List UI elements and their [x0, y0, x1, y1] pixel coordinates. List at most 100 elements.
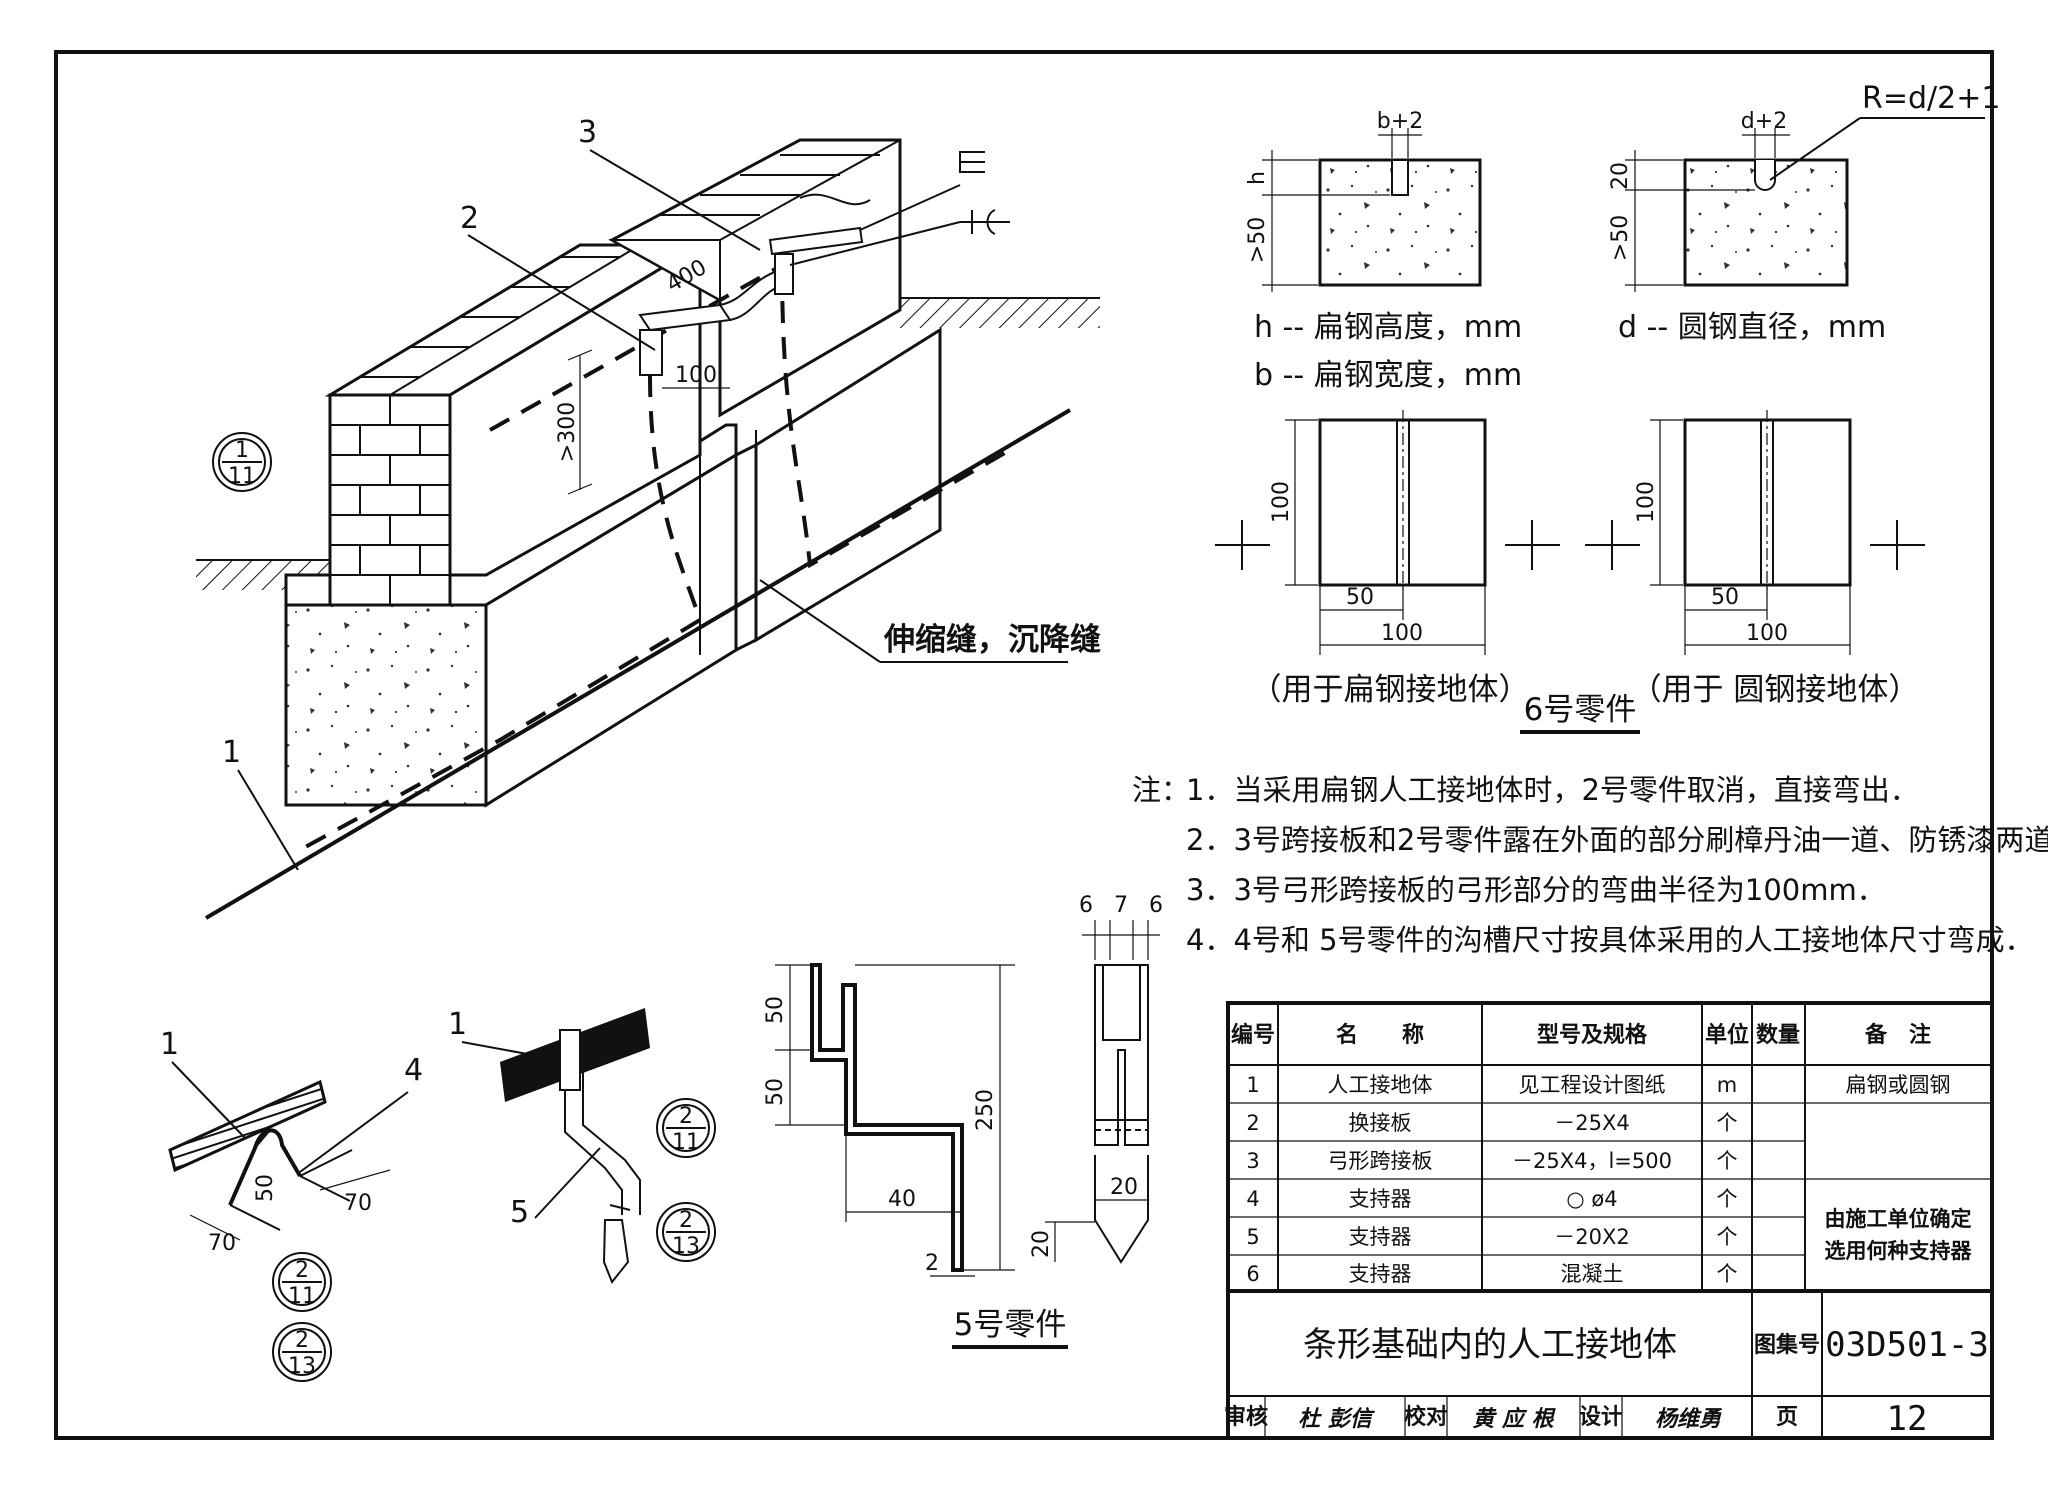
notes-block: 注： 1．当采用扁钢人工接地体时，2号零件取消，直接弯出． 2．3号跨接板和2号… [1132, 773, 2048, 957]
svg-text:70: 70 [208, 1231, 236, 1256]
table-row: 5 支持器 －20X2 个 [1246, 1225, 1737, 1249]
svg-text:100: 100 [1381, 621, 1423, 646]
note-2: 2．3号跨接板和2号零件露在外面的部分刷樟丹油一道、防锈漆两道． [1186, 823, 2048, 857]
svg-text:混凝土: 混凝土 [1561, 1262, 1624, 1286]
svg-text:2: 2 [295, 1258, 309, 1283]
svg-text:50: 50 [1711, 585, 1739, 610]
table-row: 4 支持器 ○ ø4 个 [1246, 1187, 1737, 1211]
svg-text:个: 个 [1717, 1262, 1738, 1286]
svg-text:100: 100 [1634, 481, 1659, 523]
svg-text:2: 2 [1246, 1111, 1259, 1135]
flat-steel-symbol [959, 151, 985, 173]
note-1: 1．当采用扁钢人工接地体时，2号零件取消，直接弯出． [1186, 773, 1919, 807]
callout-5: 5 [510, 1195, 529, 1230]
callout-3: 3 [578, 115, 597, 150]
legend-d: d -- 圆钢直径，mm [1618, 310, 1886, 345]
svg-text:2: 2 [679, 1104, 693, 1129]
svg-text:支持器: 支持器 [1349, 1262, 1412, 1286]
svg-text:100: 100 [1269, 481, 1294, 523]
page-number: 12 [1887, 1399, 1928, 1439]
svg-text:50: 50 [763, 996, 788, 1024]
section-mark-2-11-a: 2 11 [272, 1252, 332, 1312]
part-5-detail: 50 50 250 40 2 6 7 6 20 20 [763, 893, 1163, 1349]
svg-text:2: 2 [679, 1208, 693, 1233]
drawing-title: 条形基础内的人工接地体 [1303, 1325, 1677, 1365]
svg-text:支持器: 支持器 [1349, 1225, 1412, 1249]
atlas-label: 图集号 [1754, 1332, 1820, 1358]
part-6-details: b+2 h >50 h -- 扁钢高度，mm b -- 扁钢宽度，mm d+2 … [1215, 81, 2000, 734]
title-block: 条形基础内的人工接地体 图集号 03D501-3 审核 杜 彭信 校对 黄 应 … [1224, 1289, 1994, 1440]
svg-text:7: 7 [1114, 893, 1128, 918]
table-merged-note-2: 选用何种支持器 [1825, 1239, 1973, 1263]
part6-title: 6号零件 [1524, 692, 1637, 728]
part5-title: 5号零件 [954, 1307, 1067, 1343]
design-signature: 杨维勇 [1655, 1407, 1723, 1432]
svg-text:－20X2: －20X2 [1554, 1225, 1629, 1249]
svg-text:个: 个 [1717, 1149, 1738, 1173]
svg-text:编号: 编号 [1231, 1022, 1275, 1048]
svg-text:个: 个 [1717, 1225, 1738, 1249]
atlas-number: 03D501-3 [1825, 1325, 1989, 1365]
svg-text:6: 6 [1079, 893, 1093, 918]
callout-4: 4 [404, 1053, 423, 1088]
note-3: 3．3号弓形跨接板的弓形部分的弯曲半径为100mm． [1186, 873, 1886, 907]
svg-text:6: 6 [1246, 1262, 1259, 1286]
section-mark-2-13-a: 2 13 [272, 1322, 332, 1382]
check-signature: 黄 应 根 [1472, 1406, 1556, 1432]
legend-b: b -- 扁钢宽度，mm [1254, 358, 1522, 393]
svg-text:6: 6 [1149, 893, 1163, 918]
review-label: 审核 [1224, 1404, 1268, 1430]
svg-text:弓形跨接板: 弓形跨接板 [1328, 1149, 1433, 1173]
table-row: 6 支持器 混凝土 个 [1246, 1262, 1737, 1286]
dim-100: 100 [675, 363, 717, 388]
svg-text:50: 50 [1346, 585, 1374, 610]
support-4-view: 70 70 50 1 4 2 11 2 13 [160, 1027, 423, 1382]
check-label: 校对 [1404, 1404, 1448, 1430]
svg-text:20: 20 [1608, 162, 1633, 190]
note-4: 4．4号和 5号零件的沟槽尺寸按具体采用的人工接地体尺寸弯成． [1186, 923, 2034, 957]
svg-text:－25X4，l=500: －25X4，l=500 [1512, 1149, 1672, 1173]
svg-text:5: 5 [1246, 1225, 1259, 1249]
svg-text:见工程设计图纸: 见工程设计图纸 [1519, 1073, 1666, 1097]
svg-text:250: 250 [973, 1089, 998, 1131]
svg-text:d+2: d+2 [1741, 109, 1787, 134]
svg-text:○ ø4: ○ ø4 [1566, 1187, 1617, 1211]
page-label: 页 [1776, 1405, 1798, 1430]
svg-text:2: 2 [925, 1251, 939, 1276]
svg-text:备 注: 备 注 [1864, 1022, 1931, 1048]
svg-text:4: 4 [1246, 1187, 1259, 1211]
joint-label: 伸缩缝，沉降缝 [883, 622, 1101, 658]
callout-1-support4: 1 [160, 1027, 179, 1062]
table-row: 3 弓形跨接板 －25X4，l=500 个 [1246, 1149, 1737, 1173]
callout-1: 1 [222, 735, 241, 770]
svg-text:人工接地体: 人工接地体 [1328, 1073, 1433, 1097]
svg-text:100: 100 [1746, 621, 1788, 646]
svg-text:3: 3 [1246, 1149, 1259, 1173]
svg-text:名 称: 名 称 [1336, 1022, 1424, 1048]
svg-text:1: 1 [1246, 1073, 1259, 1097]
notes-prefix: 注： [1132, 773, 1190, 807]
caption-round: （用于 圆钢接地体） [1631, 672, 1920, 708]
round-steel-symbol [960, 209, 1010, 235]
svg-text:支持器: 支持器 [1349, 1187, 1412, 1211]
svg-text:个: 个 [1717, 1187, 1738, 1211]
support-5-view: 1 5 2 11 2 13 [448, 1007, 716, 1284]
section-mark-1-11: 1 11 [212, 432, 272, 492]
ground-hatch-right [900, 298, 1100, 328]
dim-300: >300 [555, 402, 580, 462]
svg-text:2: 2 [295, 1328, 309, 1353]
svg-text:20: 20 [1029, 1230, 1054, 1258]
svg-text:13: 13 [672, 1234, 700, 1259]
svg-text:40: 40 [888, 1187, 916, 1212]
sheet-border [54, 50, 1994, 1440]
svg-text:50: 50 [253, 1174, 278, 1202]
legend-h: h -- 扁钢高度，mm [1254, 310, 1522, 345]
svg-text:扁钢或圆钢: 扁钢或圆钢 [1846, 1073, 1951, 1097]
isometric-foundation-view: >300 100 400 2 3 1 伸缩缝，沉降缝 [196, 115, 1101, 920]
svg-text:50: 50 [763, 1078, 788, 1106]
svg-text:b+2: b+2 [1377, 109, 1423, 134]
svg-text:数量: 数量 [1756, 1022, 1800, 1048]
table-merged-note-1: 由施工单位确定 [1825, 1207, 1972, 1231]
section-mark-2-11-b: 2 11 [656, 1098, 716, 1158]
